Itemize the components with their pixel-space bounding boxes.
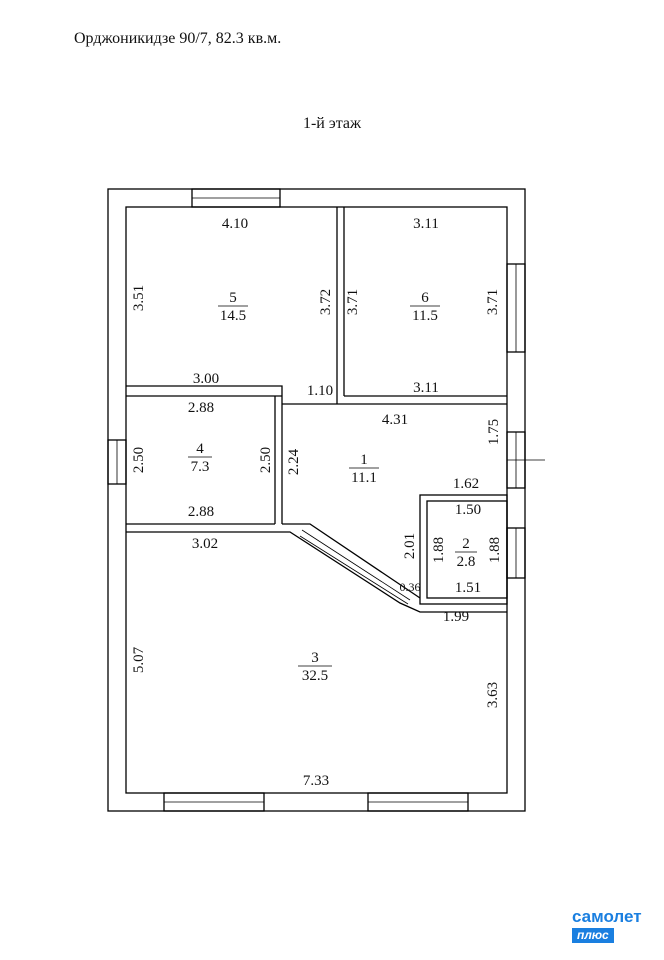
dim-r1-right: 1.75 — [486, 419, 502, 445]
dim-r5-left: 3.51 — [131, 285, 147, 311]
room-1-number: 1 — [360, 452, 368, 468]
dim-r2-left: 1.88 — [431, 537, 447, 563]
dim-r1-left: 2.24 — [286, 448, 302, 475]
dim-r5-bottom: 3.00 — [193, 371, 219, 387]
dim-diag: 0.36 — [400, 580, 421, 594]
dim-r3-top: 3.02 — [192, 536, 218, 552]
dim-r4-left: 2.50 — [131, 447, 147, 473]
room-5-area: 14.5 — [220, 308, 246, 324]
room-3-area: 32.5 — [302, 668, 328, 684]
dim-r3-step: 1.99 — [443, 609, 469, 625]
logo-line1: самолет — [572, 907, 642, 926]
room-1-area: 11.1 — [351, 470, 377, 486]
room-5-number: 5 — [229, 290, 237, 306]
dim-r4-bottom: 2.88 — [188, 504, 214, 520]
inner-wall-outline — [125, 206, 508, 794]
room-2-number: 2 — [462, 536, 470, 552]
room-6-number: 6 — [421, 290, 429, 306]
dim-r4-top: 2.88 — [188, 400, 214, 416]
floor-label: 1-й этаж — [302, 115, 362, 132]
room-2-area: 2.8 — [457, 554, 476, 570]
dim-r6-top: 3.11 — [413, 216, 439, 232]
dim-r3-right: 3.63 — [485, 682, 501, 708]
dim-r3-left: 5.07 — [131, 646, 147, 673]
dim-r6-right: 3.71 — [485, 289, 501, 315]
outer-wall-outline — [107, 188, 526, 812]
room-4-area: 7.3 — [191, 459, 210, 475]
logo-line2: плюс — [572, 928, 614, 943]
dim-r2-bottom: 1.51 — [455, 580, 481, 596]
dim-r2-outer: 2.01 — [402, 533, 418, 559]
dim-r6-bottom: 3.11 — [413, 380, 439, 396]
dim-r2-right: 1.88 — [487, 537, 503, 563]
dim-r5-right: 3.72 — [318, 289, 334, 315]
room-3-number: 3 — [311, 650, 319, 666]
dim-r1-top: 4.31 — [382, 412, 408, 428]
room-6-area: 11.5 — [412, 308, 438, 324]
dim-r1-inner: 1.62 — [453, 476, 479, 492]
dim-r2-top: 1.50 — [455, 502, 481, 518]
dim-hall-gap: 1.10 — [307, 383, 333, 399]
room-4-number: 4 — [196, 441, 204, 457]
dim-r6-left: 3.71 — [345, 289, 361, 315]
dim-r3-bottom: 7.33 — [303, 773, 329, 789]
samolet-plus-logo: самолет плюс — [572, 908, 656, 944]
dim-r5-top: 4.10 — [222, 216, 248, 232]
plan-title: Орджоникидзе 90/7, 82.3 кв.м. — [74, 30, 282, 47]
dim-r4-right: 2.50 — [258, 447, 274, 473]
